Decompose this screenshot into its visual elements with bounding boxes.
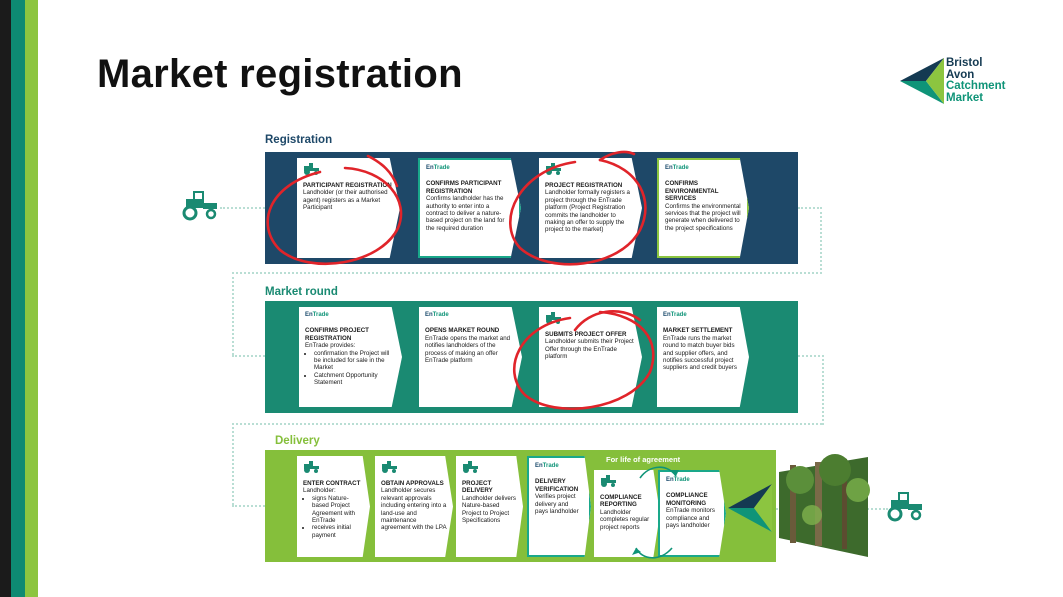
card-body: Landholder (or their authorised agent) r…: [303, 189, 388, 212]
delivery-card-4: EnTrade DELIVERY VERIFICATION Verifies p…: [527, 456, 591, 557]
delivery-card-5: COMPLIANCE REPORTING Landholder complete…: [594, 470, 660, 557]
card-title: CONFIRMS PROJECT REGISTRATION: [305, 327, 369, 342]
connector-line: [232, 423, 234, 505]
tractor-icon: [382, 461, 397, 473]
market-card-4: EnTrade MARKET SETTLEMENT EnTrade runs t…: [657, 307, 749, 407]
entrade-logo: EnTrade: [663, 312, 687, 318]
catchment-chevron-icon: [728, 484, 772, 532]
red-circle-annotation: [266, 154, 403, 266]
tractor-icon: [463, 461, 478, 473]
entrade-logo: EnTrade: [535, 463, 559, 469]
card-body: EnTrade runs the market round to match b…: [663, 334, 737, 372]
card-title: ENTER CONTRACT: [303, 480, 361, 487]
entrade-logo: EnTrade: [425, 312, 449, 318]
tractor-icon: [304, 461, 319, 473]
forest-image: [779, 454, 870, 557]
card-body: Landholder submits their Project Offer t…: [545, 338, 634, 361]
card-body: Landholder completes regular project rep…: [600, 508, 650, 531]
card-title: MARKET SETTLEMENT: [663, 327, 733, 335]
logo-line-3: Catchment: [946, 80, 1006, 92]
logo-line-2: Avon: [946, 68, 975, 81]
card-title: DELIVERY VERIFICATION: [535, 478, 579, 493]
connector-line: [232, 423, 822, 425]
card-title: PROJECT REGISTRATION: [545, 182, 623, 189]
card-body: Landholder secures relevant approvals in…: [381, 487, 447, 532]
registration-label: Registration: [265, 134, 333, 146]
market-round-label: Market round: [265, 286, 338, 298]
card-body: Landholder:: [303, 487, 336, 495]
red-circle-annotation: [513, 310, 655, 411]
market-card-3: SUBMITS PROJECT OFFER Landholder submits…: [539, 307, 642, 407]
card-body: Confirms landholder has the authority to…: [426, 195, 505, 232]
card-title: PARTICIPANT REGISTRATION: [303, 182, 392, 189]
card-bullets: signs Nature-based Project Agreement wit…: [303, 495, 364, 539]
delivery-card-2: OBTAIN APPROVALS Landholder secures rele…: [375, 456, 453, 557]
card-body: Confirms the environmental services that…: [665, 202, 741, 232]
page-title: Market registration: [97, 52, 463, 96]
catchment-logo-icon: [900, 58, 944, 104]
cycle-arrows-icon: [632, 466, 679, 559]
connector-line: [232, 355, 265, 357]
card-body: EnTrade opens the market and notifies la…: [425, 334, 511, 365]
registration-card-2: EnTrade CONFIRMS PARTICIPANT REGISTRATIO…: [418, 158, 521, 258]
registration-card-4: EnTrade CONFIRMS ENVIRONMENTAL SERVICES …: [657, 158, 749, 258]
market-card-1: EnTrade CONFIRMS PROJECT REGISTRATION En…: [299, 307, 402, 407]
card-body: Landholder formally registers a project …: [545, 189, 630, 234]
card-bullets: confirmation the Project will be include…: [305, 350, 396, 387]
card-title: OBTAIN APPROVALS: [381, 480, 444, 487]
bristol-avon-logo: Bristol Avon Catchment Market: [898, 56, 1018, 106]
entrade-logo: EnTrade: [666, 477, 690, 483]
delivery-label: Delivery: [275, 435, 320, 447]
card-title: CONFIRMS ENVIRONMENTAL SERVICES: [665, 180, 719, 203]
connector-line: [232, 505, 265, 507]
card-title: CONFIRMS PARTICIPANT REGISTRATION: [426, 180, 502, 195]
tractor-icon: [601, 475, 616, 487]
red-circle-annotation: [509, 150, 647, 266]
bullet-item: signs Nature-based Project Agreement wit…: [312, 495, 364, 525]
bullet-item: confirmation the Project will be include…: [314, 350, 396, 372]
entrade-logo: EnTrade: [426, 165, 450, 171]
for-life-label: For life of agreement: [606, 455, 681, 464]
card-title: OPENS MARKET ROUND: [425, 327, 500, 335]
card-body: Verifies project delivery and pays landh…: [535, 493, 579, 516]
entrade-logo: EnTrade: [305, 312, 329, 318]
bullet-item: Catchment Opportunity Statement: [314, 372, 396, 387]
card-title: COMPLIANCE REPORTING: [600, 494, 642, 509]
side-stripe-dark: [0, 0, 11, 597]
side-stripe-green: [25, 0, 38, 597]
tractor-icon: [182, 191, 217, 221]
card-title: COMPLIANCE MONITORING: [666, 492, 708, 507]
connector-line: [232, 272, 234, 355]
delivery-card-1: ENTER CONTRACT Landholder: signs Nature-…: [297, 456, 370, 557]
bullet-item: receives initial payment: [312, 524, 364, 539]
connector-line: [798, 207, 822, 274]
connector-line: [220, 207, 265, 209]
delivery-card-3: PROJECT DELIVERY Landholder delivers Nat…: [456, 456, 523, 557]
tractor-icon: [887, 492, 922, 522]
connector-line: [798, 355, 824, 425]
logo-line-1: Bristol: [946, 57, 983, 69]
card-body: Landholder delivers Nature-based Project…: [462, 494, 517, 525]
registration-card-3: PROJECT REGISTRATION Landholder formally…: [539, 158, 642, 258]
side-stripe-teal: [11, 0, 25, 597]
card-title: PROJECT DELIVERY: [462, 480, 493, 495]
card-title: SUBMITS PROJECT OFFER: [545, 331, 627, 338]
market-card-2: EnTrade OPENS MARKET ROUND EnTrade opens…: [419, 307, 522, 407]
logo-line-4: Market: [946, 91, 984, 104]
entrade-logo: EnTrade: [665, 165, 689, 171]
card-body: EnTrade monitors compliance and pays lan…: [666, 507, 715, 530]
card-body: EnTrade provides:: [305, 342, 356, 350]
delivery-card-6: EnTrade COMPLIANCE MONITORING EnTrade mo…: [658, 470, 726, 557]
connector-line: [232, 272, 822, 274]
